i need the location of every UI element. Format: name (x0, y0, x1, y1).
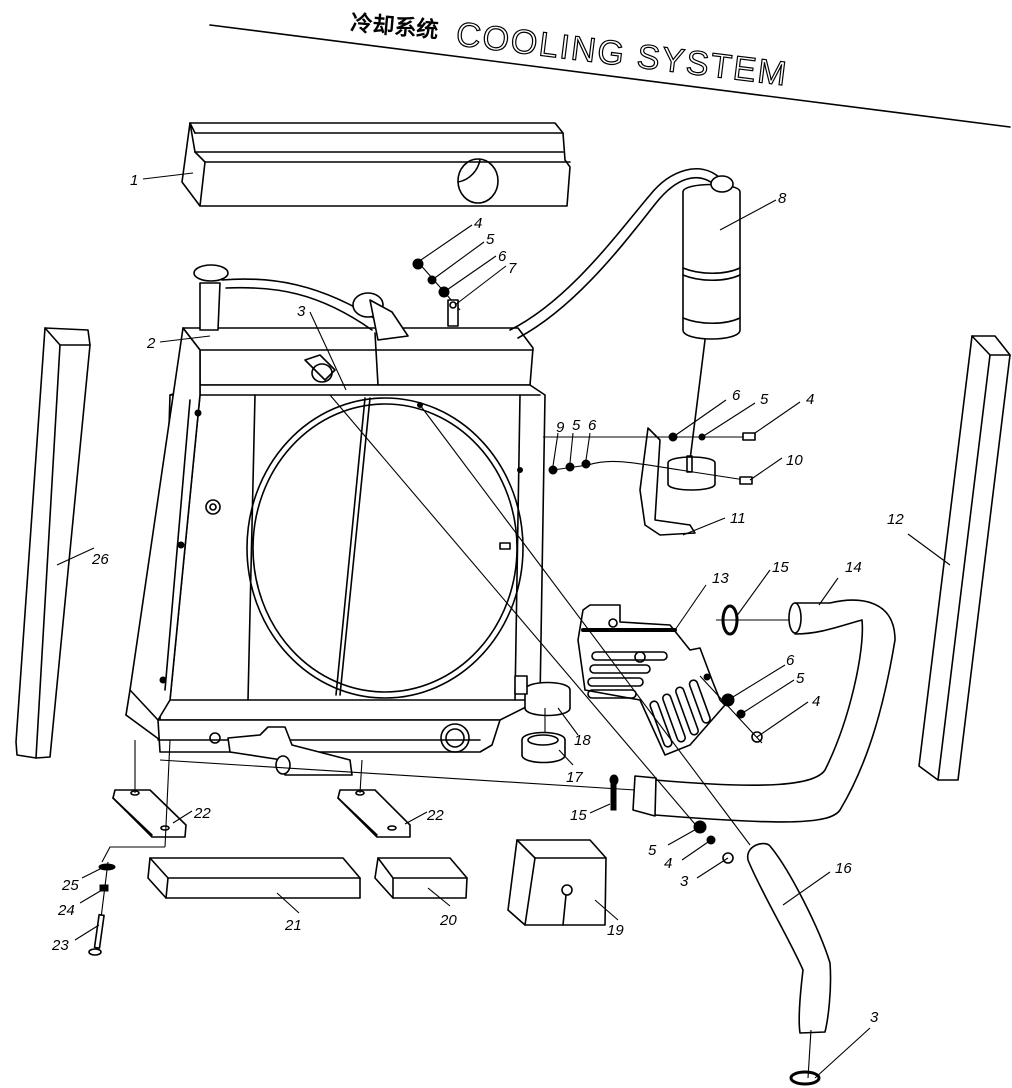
callout-1: 1 (130, 172, 138, 189)
callout-5-guard: 5 (796, 670, 805, 687)
foam-block (507, 839, 607, 926)
hose-clamp (716, 604, 790, 636)
callout-17: 17 (566, 769, 583, 786)
lower-hose (747, 842, 832, 1086)
top-foam-strip (181, 122, 571, 207)
callout-11: 11 (730, 510, 746, 527)
callout-25: 25 (61, 877, 79, 894)
callout-5-lower: 5 (648, 842, 657, 859)
callouts: 1 2 3 4 5 6 7 8 6 5 4 9 5 6 10 11 12 (51, 172, 951, 1079)
callout-4-guard: 4 (812, 693, 820, 710)
callout-4-top: 4 (474, 215, 482, 232)
callout-19: 19 (607, 922, 624, 939)
callout-16: 16 (835, 860, 852, 877)
callout-5-nut: 5 (572, 417, 581, 434)
callout-6-guard: 6 (786, 652, 795, 669)
callout-5-top: 5 (486, 231, 495, 248)
title-underline (209, 24, 1011, 128)
upper-hose (632, 599, 896, 823)
title-chinese: 冷却系统 (349, 10, 439, 44)
callout-14: 14 (845, 559, 862, 576)
callout-22-right: 22 (426, 807, 444, 824)
callout-26: 26 (91, 551, 109, 568)
callout-6-top: 6 (498, 248, 507, 265)
callout-10: 10 (786, 452, 803, 469)
bottom-foam-strips (147, 857, 468, 899)
callout-23: 23 (51, 937, 69, 954)
callout-4-tank: 4 (806, 391, 814, 408)
expansion-tank (682, 175, 741, 461)
callout-3-bottom: 3 (870, 1009, 879, 1026)
lower-outlet-pipe (227, 726, 353, 776)
callout-9: 9 (556, 419, 565, 436)
callout-15-lower: 15 (570, 807, 587, 824)
right-foam-strip (918, 335, 1011, 781)
callout-4-lower: 4 (664, 855, 672, 872)
callout-18: 18 (574, 732, 591, 749)
callout-15-upper: 15 (772, 559, 789, 576)
callout-24: 24 (57, 902, 75, 919)
callout-8: 8 (778, 190, 787, 207)
bolt-stack (88, 861, 116, 956)
bracket-hardware (412, 258, 461, 327)
callout-13: 13 (712, 570, 729, 587)
callout-7: 7 (508, 260, 517, 277)
title: 冷却系统 COOLING SYSTEM (209, 10, 1011, 128)
guard-plate (577, 604, 726, 756)
callout-21: 21 (284, 917, 302, 934)
clamp-and-sleeve (514, 675, 571, 764)
title-english: COOLING SYSTEM (454, 15, 790, 93)
callout-6-tank: 6 (732, 387, 741, 404)
mounting-pads (101, 739, 411, 863)
callout-3-lower: 3 (680, 873, 689, 890)
radiator (125, 264, 546, 753)
callout-2: 2 (146, 335, 156, 352)
callout-3-upper: 3 (297, 303, 306, 320)
callout-12: 12 (887, 511, 904, 528)
callout-6-nut: 6 (588, 417, 597, 434)
lower-hose-clamp (609, 774, 619, 811)
callout-20: 20 (439, 912, 457, 929)
callout-5-tank: 5 (760, 391, 769, 408)
left-foam-strip (15, 327, 91, 759)
overflow-hose (509, 168, 721, 331)
callout-22-left: 22 (193, 805, 211, 822)
tank-bracket (639, 427, 716, 536)
